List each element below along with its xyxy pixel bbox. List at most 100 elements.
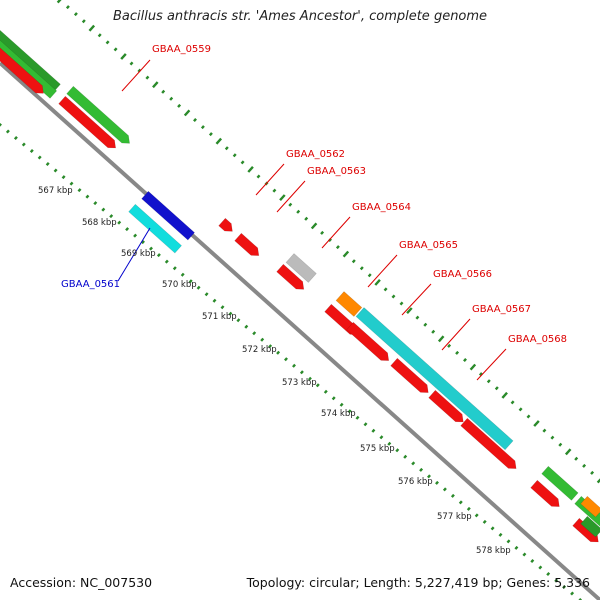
outer-tick-dot [272,188,277,193]
gene-arrow-red-gbaa0564[interactable] [276,263,308,293]
inner-tick-dot [156,253,161,258]
gene-bar-orange-gbaa0565[interactable] [335,291,363,317]
inner-tick-dot [498,532,503,537]
gene-bar-green-far[interactable] [580,515,600,538]
outer-tick-dot [320,230,325,235]
inner-tick-dot [530,559,535,563]
outer-tick-dot [310,222,318,230]
gene-bar-grey-gbaa0564[interactable] [285,253,317,283]
backbone-layer [0,61,600,600]
kbp-tick-label: 567 kbp [38,186,73,196]
outer-tick-dot [240,160,245,165]
gene-label-leader [367,254,398,288]
outer-tick-dot [510,400,515,405]
outer-tick-dot [447,343,452,348]
outer-tick-dot [335,245,340,250]
inner-tick-dot [45,162,50,166]
inner-tick-dot [379,435,384,440]
inner-tick-dot [331,396,336,401]
gene-label-gbaa_0566[interactable]: GBAA_0566 [433,269,492,280]
gene-label-gbaa_0568[interactable]: GBAA_0568 [508,334,567,345]
outer-tick-dot [183,109,191,117]
inner-tick-dot [85,194,90,199]
kbp-tick-label: 569 kbp [121,249,156,259]
gene-bar-orange-right[interactable] [580,495,600,518]
kbp-tick-label: 577 kbp [437,512,472,522]
gene-arrow-red-5[interactable] [460,417,520,472]
inner-tick-dot [61,175,66,180]
outer-tick-dot [304,216,309,221]
inner-tick-dot [395,448,400,453]
inner-tick-dot [490,526,495,531]
gene-label-gbaa_0559[interactable]: GBAA_0559 [152,44,211,55]
inner-tick-dot [292,363,296,368]
outer-tick-dot [558,442,563,447]
inner-tick-dot [29,149,34,153]
inner-tick-dot [204,292,209,297]
gene-arrow-red-gbaa0567[interactable] [346,321,392,364]
inner-tick-dot [411,461,416,466]
gene-arrow-red-2[interactable] [58,95,119,151]
gene-bar-cyan-gbaa0561[interactable] [128,203,182,254]
inner-tick-dot [21,142,26,147]
inner-tick-dot [387,441,392,446]
outer-tick-dot [437,335,445,343]
kbp-tick-label: 570 kbp [162,280,197,290]
gene-label-gbaa_0562[interactable]: GBAA_0562 [286,149,345,160]
inner-tick-dot [13,136,18,140]
outer-tick-dot [65,5,70,10]
outer-tick-dot [152,81,159,89]
inner-tick-dot [284,357,288,362]
inner-tick-dot [0,123,2,127]
kbp-tick-label: 572 kbp [242,345,277,355]
outer-tick-dot [455,350,460,355]
gene-bar-cyan-long[interactable] [355,307,514,451]
gene-bar-blue-gbaa0561[interactable] [141,190,195,241]
inner-tick-dot [101,207,106,212]
gene-label-gbaa_0565[interactable]: GBAA_0565 [399,240,458,251]
inner-tick-dot [403,454,408,459]
gene-arrow-red-gbaa0568b[interactable] [428,389,467,425]
inner-tick-dot [482,519,487,524]
gene-arrow-red-1[interactable] [0,45,47,97]
kbp-tick-label: 571 kbp [202,312,237,322]
inner-tick-dot [458,500,463,505]
outer-tick-dot [590,470,595,475]
gene-label-gbaa_0563[interactable]: GBAA_0563 [307,166,366,177]
inner-tick-dot [363,422,368,427]
inner-tick-dot [315,383,320,388]
kbp-tick-label: 573 kbp [282,378,317,388]
gene-label-leader [255,163,285,196]
gene-arrow-red-gbaa0562[interactable] [218,217,236,235]
outer-tick-dot [582,463,587,468]
gene-label-gbaa_0564[interactable]: GBAA_0564 [352,202,411,213]
inner-tick-dot [339,402,344,407]
outer-tick-dot [486,379,491,384]
outer-tick-dot [137,68,142,73]
outer-tick-dot [177,103,182,108]
genome-summary-label: Topology: circular; Length: 5,227,419 bp… [246,575,590,590]
inner-tick-dot [562,585,567,589]
inner-tick-dot [442,487,447,492]
outer-tick-dot [367,273,372,278]
gene-arrow-red-gbaa0563[interactable] [234,232,263,259]
inner-tick-dot [546,572,551,576]
inner-tick-dot [299,370,304,375]
inner-tick-dot [522,552,527,557]
outer-tick-dot [224,146,229,151]
gene-label-gbaa_0561[interactable]: GBAA_0561 [61,279,120,290]
inner-tick-dot [212,298,217,303]
gene-bar-green-top-2[interactable] [0,33,58,99]
genome-title: Bacillus anthracis str. 'Ames Ancestor',… [112,9,488,24]
outer-tick-dot [279,194,286,202]
outer-tick-dot [550,435,555,440]
gene-bar-green-gbaa0559[interactable] [66,85,133,147]
gene-label-gbaa_0567[interactable]: GBAA_0567 [472,304,531,315]
gene-bar-green-right-1[interactable] [541,465,579,501]
gene-arrow-red-right-1[interactable] [530,479,563,510]
outer-tick-dot [288,202,293,207]
gene-arrow-red-gbaa0568a[interactable] [390,357,432,396]
inner-tick-dot [53,168,58,173]
outer-tick-dot [81,19,86,24]
